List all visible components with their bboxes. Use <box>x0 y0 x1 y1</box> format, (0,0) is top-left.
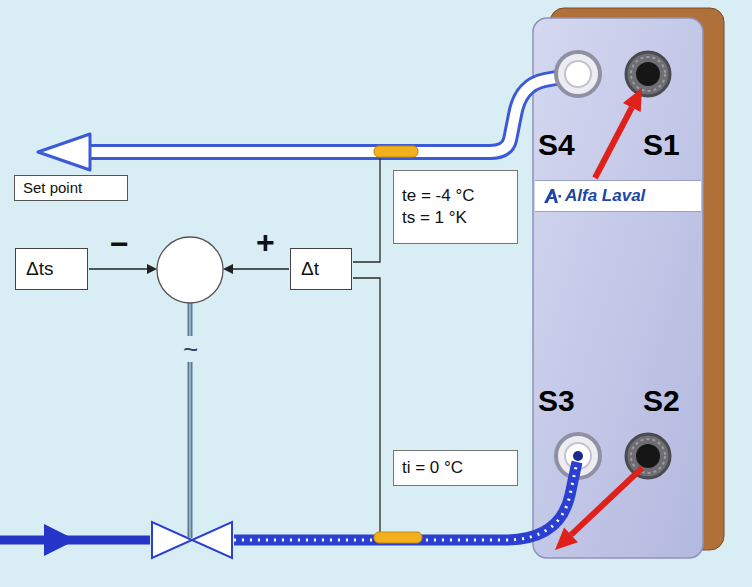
sensor-bulb-part <box>374 532 422 543</box>
port-s2-part <box>631 439 665 473</box>
control-valve-part <box>192 522 232 558</box>
plate-heat-exchanger: S4 S1S3 S2 Alfa Laval <box>533 18 703 558</box>
flow-arrow-part <box>595 108 632 179</box>
brand-logo-dot <box>559 195 562 198</box>
port-s2-part <box>626 434 670 478</box>
outlet-to-exchanger-pipe <box>234 451 583 540</box>
arrow-head <box>38 134 90 170</box>
inlet-pipe-part <box>44 524 76 556</box>
flow-arrow-part <box>571 468 642 535</box>
signal-symbol: ~ <box>181 336 200 362</box>
port-s2 <box>626 434 670 478</box>
sensor-line-part <box>353 278 380 532</box>
box-text: Δts <box>26 257 53 282</box>
port-s1 <box>626 52 670 96</box>
port-label: S2 <box>643 384 680 418</box>
comparator-circle <box>157 237 223 303</box>
setpoint-box: Set point <box>14 175 128 201</box>
port-s4-part <box>556 52 600 96</box>
sensor-reading-box: te = -4 °Cts = 1 °K <box>393 170 518 244</box>
brand-name: Alfa Laval <box>565 186 645 206</box>
port-label: S4 <box>538 128 575 162</box>
comparator-circle-part <box>157 237 223 303</box>
brand-logo <box>543 188 561 204</box>
control-valve-part <box>152 522 192 558</box>
outlet-to-exchanger-pipe-part <box>573 451 583 461</box>
port-s1-part <box>636 62 660 86</box>
sensor-line <box>353 158 380 532</box>
signal-arrow-part <box>223 264 233 274</box>
port-s4 <box>556 52 600 96</box>
box-text: ts = 1 °K <box>402 207 467 229</box>
port-s2-part <box>636 444 660 468</box>
sensor-bulb-part <box>374 146 418 157</box>
port-label: S1 <box>643 128 680 162</box>
signal-arrow-part <box>89 268 150 269</box>
minus-sign: − <box>110 228 129 260</box>
signal-arrow-part <box>147 264 157 274</box>
port-s1-part <box>631 57 665 91</box>
inlet-pipe <box>0 524 150 556</box>
pipe-core <box>90 74 578 152</box>
superheat-box: Δt <box>290 248 352 290</box>
box-text: Δt <box>301 257 319 282</box>
superheat-setpoint-box: Δts <box>15 248 88 290</box>
pipe-outline <box>90 74 578 152</box>
brand-logo-mark <box>544 189 558 203</box>
sensor-line-part <box>353 158 380 262</box>
box-text: te = -4 °C <box>402 185 474 207</box>
signal-arrow-part <box>230 268 289 269</box>
inlet-temperature-box: ti = 0 °C <box>393 450 518 486</box>
port-s4-part <box>565 61 591 87</box>
box-text: ti = 0 °C <box>402 457 463 479</box>
flow-arrow-part <box>623 88 642 112</box>
brand-band: Alfa Laval <box>535 180 701 212</box>
box-text: Set point <box>23 178 82 198</box>
pipe-connector <box>38 74 578 170</box>
exchanger-face <box>533 18 703 558</box>
signal-arrow <box>89 264 289 274</box>
flow-arrow-part <box>555 528 578 550</box>
plus-sign: + <box>256 226 275 258</box>
port-s1-part <box>626 52 670 96</box>
port-label: S3 <box>538 384 575 418</box>
